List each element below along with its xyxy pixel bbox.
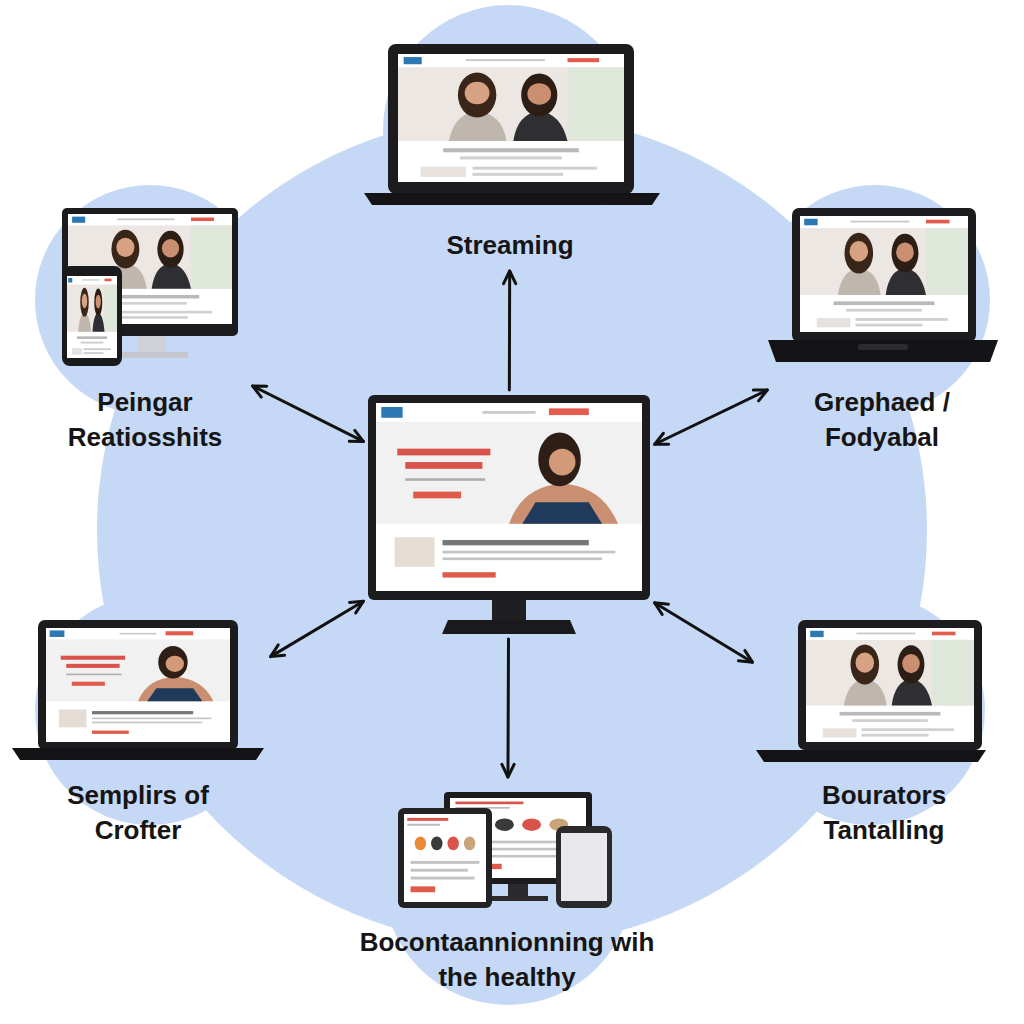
device-label: Bocontaannionning wih the healthy (357, 925, 657, 995)
arrow-head (504, 271, 516, 284)
arrow-head (502, 764, 514, 777)
device-node (366, 393, 652, 636)
device-node: Grephaed / Fodyabal (770, 205, 1005, 459)
device-node: Streaming (360, 40, 660, 268)
label-block: Peingar Reatiosshits (45, 385, 245, 455)
arrow-head (349, 430, 363, 441)
label-block: Streaming (408, 228, 612, 263)
background-blob (35, 5, 990, 1005)
arrow-head (753, 390, 767, 401)
device-node: Peingar Reatiosshits (40, 205, 250, 459)
double-arrow (655, 603, 753, 662)
laptop-illustration (12, 620, 264, 760)
connector-line (655, 390, 768, 444)
device-node: Bourators Tantalling (755, 615, 990, 855)
device-node: Semplirs of Crofter (10, 615, 268, 855)
label-block: Bocontaannionning wih the healthy (357, 925, 657, 995)
device-label: Semplirs of Crofter (38, 778, 238, 848)
device-label: Grephaed / Fodyabal (782, 385, 982, 455)
laptop-illustration (768, 208, 998, 362)
device-label: Peingar Reatiosshits (45, 385, 245, 455)
arrow-head (271, 645, 285, 657)
devices-illustration (398, 792, 612, 908)
connector-line (253, 386, 364, 441)
arrow-head (655, 603, 669, 615)
label-block: Grephaed / Fodyabal (782, 385, 982, 455)
device-label: Bourators Tantalling (784, 778, 984, 848)
double-arrow (253, 386, 364, 441)
label-block: Semplirs of Crofter (38, 778, 238, 848)
connector-line (655, 603, 753, 662)
connector-line (508, 271, 511, 390)
monitor-illustration (368, 395, 650, 634)
connector-line (506, 639, 510, 777)
laptop-illustration (364, 44, 660, 205)
monitor-phone-illustration (62, 208, 238, 366)
connector-line (271, 601, 364, 656)
arrow-head (655, 433, 669, 444)
arrow-head (738, 650, 752, 662)
label-block: Bourators Tantalling (784, 778, 984, 848)
double-arrow (502, 639, 514, 777)
arrow-head (349, 601, 363, 613)
double-arrow (655, 390, 768, 444)
double-arrow (504, 271, 516, 390)
arrow-head (253, 386, 267, 397)
laptop-illustration (756, 620, 986, 762)
double-arrow (271, 601, 364, 656)
device-node: Bocontaannionning wih the healthy (350, 780, 665, 999)
device-label: Streaming (408, 228, 612, 263)
